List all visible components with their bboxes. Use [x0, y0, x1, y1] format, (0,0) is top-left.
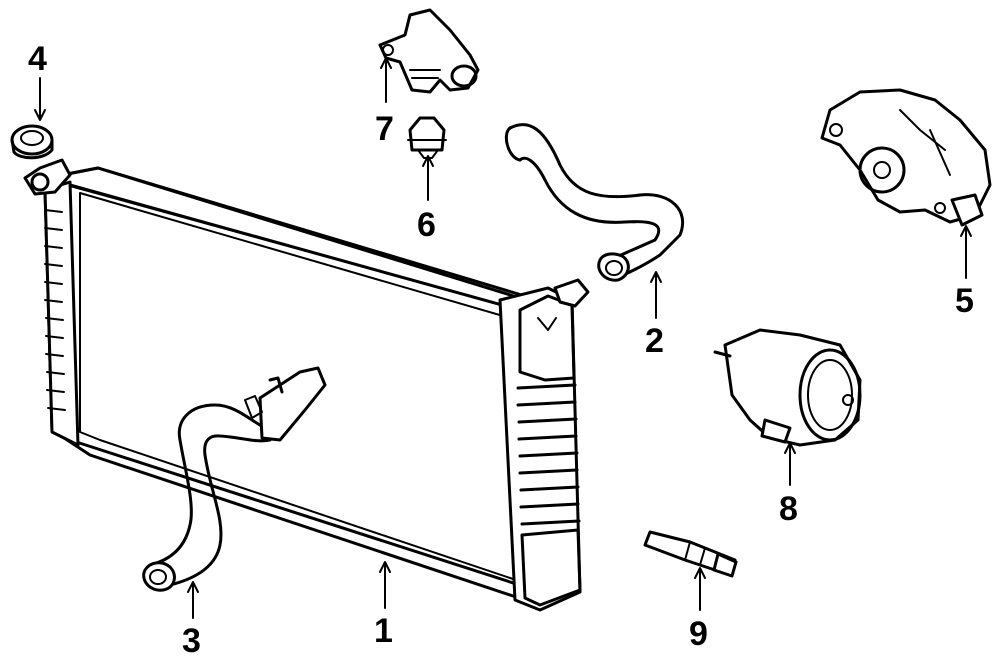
- lower-radiator-hose: [142, 366, 327, 592]
- callout-label-9: 9: [689, 615, 708, 653]
- leader-arrow-1: [379, 561, 391, 573]
- leader-lines: [34, 57, 972, 619]
- callout-label-3: 3: [182, 622, 201, 660]
- leader-arrow-9: [694, 567, 706, 579]
- coolant-sensor: [643, 530, 738, 578]
- leader-arrow-5: [960, 225, 972, 237]
- callout-labels: 1 2 3 4 5 6 7 8 9: [28, 40, 974, 660]
- upper-radiator-hose: [504, 123, 685, 282]
- fan-motor: [713, 328, 862, 447]
- leader-arrow-3: [187, 581, 199, 593]
- callout-label-5: 5: [955, 282, 974, 320]
- leader-arrow-7: [380, 57, 392, 69]
- water-pump: [820, 88, 992, 227]
- thermostat: [407, 116, 447, 159]
- thermostat-housing: [378, 8, 480, 94]
- callout-label-7: 7: [375, 110, 394, 148]
- leader-arrow-6: [422, 155, 434, 167]
- leader-arrow-4: [34, 109, 46, 121]
- callout-label-4: 4: [28, 40, 47, 78]
- callout-label-2: 2: [645, 322, 664, 360]
- radiator-cap: [10, 124, 54, 160]
- callout-label-1: 1: [374, 612, 393, 650]
- leader-arrow-8: [784, 442, 796, 454]
- leader-arrow-2: [650, 271, 662, 283]
- callout-label-8: 8: [779, 490, 798, 528]
- callout-label-6: 6: [417, 206, 436, 244]
